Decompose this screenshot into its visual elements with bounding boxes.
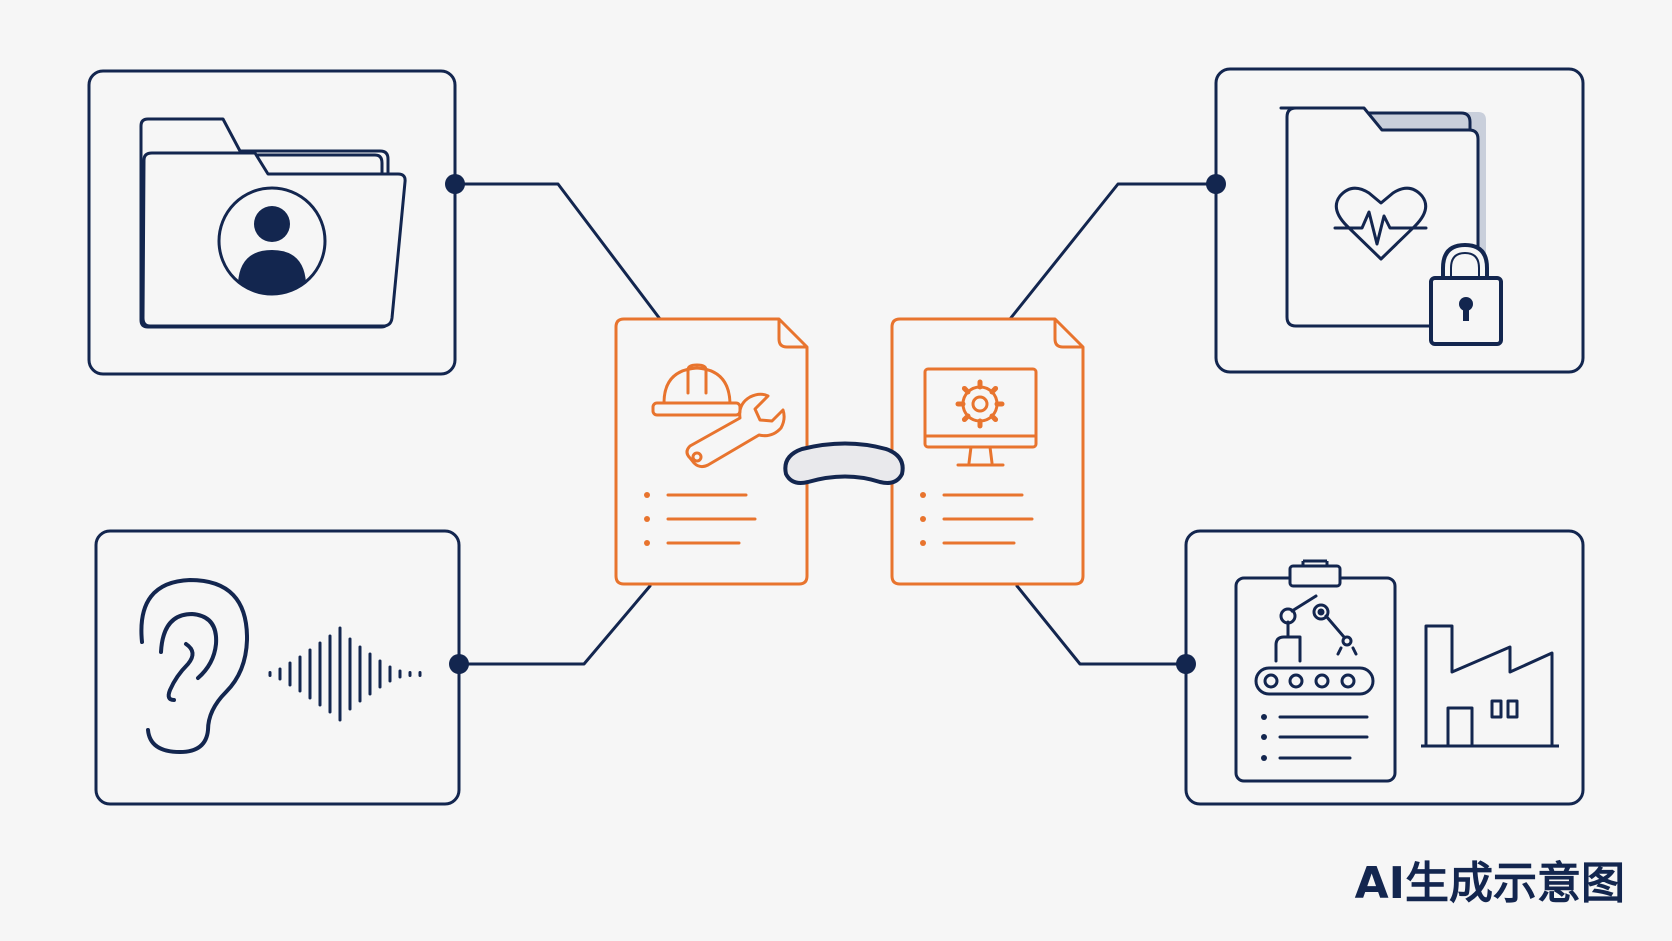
- watermark-label: AI生成示意图: [1355, 858, 1625, 909]
- factory-icon: [1421, 624, 1559, 748]
- connector-lines: [453, 182, 1218, 666]
- bullet-list-icon: [1261, 714, 1369, 761]
- bullet-list-icon: [920, 492, 1034, 546]
- panel-frame: [1214, 67, 1585, 374]
- heart-pulse-icon: [1333, 186, 1428, 261]
- connector-top-right: [1008, 182, 1218, 321]
- bullet-list-icon: [644, 492, 757, 546]
- folder-icon: [1279, 106, 1486, 328]
- connector-bottom-right: [1015, 584, 1188, 666]
- connector-top-left: [453, 182, 662, 321]
- clipboard-icon: [1234, 559, 1397, 783]
- connector-dots: [445, 174, 1226, 674]
- panel-personal-data: [87, 69, 457, 376]
- document-frame: [614, 317, 809, 586]
- panel-frame: [94, 529, 461, 806]
- panel-industrial-data: [1184, 529, 1585, 806]
- connector-bottom-left: [457, 584, 652, 666]
- panel-audio-signal: [94, 529, 461, 806]
- robot-arm-icon: [1274, 594, 1358, 663]
- panel-health-records: [1214, 67, 1585, 374]
- document-maintenance: [614, 317, 809, 586]
- ear-icon: [139, 578, 250, 754]
- wrench-icon: [685, 392, 786, 469]
- padlock-icon: [1429, 242, 1503, 346]
- monitor-gear-icon: [923, 367, 1038, 467]
- document-system: [890, 317, 1085, 586]
- conveyor-belt-icon: [1254, 666, 1375, 696]
- user-avatar-icon: [217, 186, 327, 296]
- panel-frame: [87, 69, 457, 376]
- panel-frame: [1184, 529, 1585, 806]
- sound-wave-icon: [268, 626, 422, 722]
- link-icon: [783, 441, 905, 485]
